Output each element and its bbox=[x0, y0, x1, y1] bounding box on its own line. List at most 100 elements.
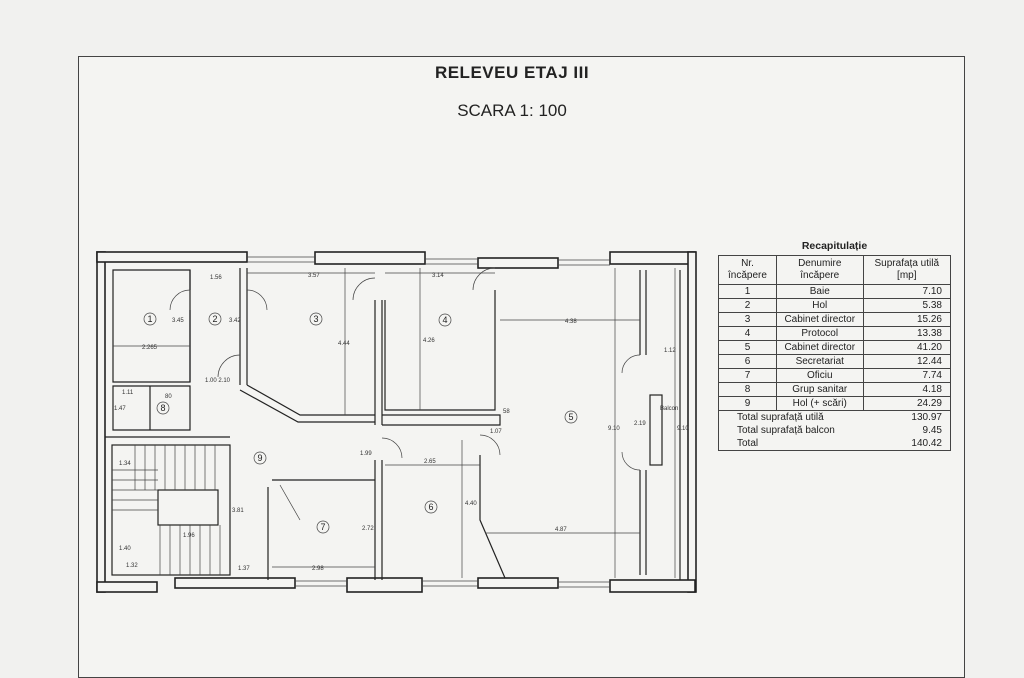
dimension-label: 3.14 bbox=[432, 273, 444, 279]
dimension-label: 2.72 bbox=[362, 526, 374, 532]
drawing-title: RELEVEU ETAJ III bbox=[434, 63, 590, 82]
dimension-labels: 1.56 3.57 3.14 4.38 2.265 3.45 3.42 4.44… bbox=[114, 273, 689, 572]
total-label: Total suprafață utilă bbox=[718, 410, 864, 424]
dimension-label: 1.11 bbox=[122, 390, 134, 396]
cell-nr: 4 bbox=[718, 326, 777, 341]
dimension-label: 1.40 bbox=[119, 546, 131, 552]
dimension-label: 2.98 bbox=[312, 566, 324, 572]
dimension-label: 3.81 bbox=[232, 508, 244, 514]
cell-nr: 5 bbox=[718, 340, 777, 355]
room-number: 3 bbox=[313, 314, 318, 324]
cell-name: Cabinet director bbox=[775, 312, 864, 327]
dimension-label: 3.45 bbox=[172, 318, 184, 324]
cell-area: 7.10 bbox=[862, 284, 952, 299]
cell-name: Secretariat bbox=[775, 354, 864, 369]
cell-area: 4.18 bbox=[862, 382, 952, 397]
room-number: 4 bbox=[442, 315, 447, 325]
cell-area: 41.20 bbox=[862, 340, 952, 355]
recap-table-panel: Recapitulație Nr. încăpere Denumire încă… bbox=[718, 240, 952, 451]
balcony-label: Balcon bbox=[660, 406, 678, 412]
room-labels: 1 2 3 4 5 6 7 8 9 bbox=[143, 312, 578, 534]
dimension-label: 1.56 bbox=[210, 275, 222, 281]
cell-name: Baie bbox=[775, 284, 864, 299]
cell-nr: 2 bbox=[718, 298, 777, 313]
staircase bbox=[111, 444, 231, 576]
dimension-label: 9.10 bbox=[608, 426, 620, 432]
total-value: 130.97 bbox=[863, 410, 952, 424]
dimension-label: 4.26 bbox=[423, 338, 435, 344]
dimension-label: 1.00 2.10 bbox=[205, 378, 231, 384]
cell-nr: 7 bbox=[718, 368, 777, 383]
drawing-scale: SCARA 1: 100 bbox=[457, 101, 567, 120]
room-number: 5 bbox=[568, 412, 573, 422]
cell-name: Grup sanitar bbox=[775, 382, 864, 397]
dimension-label: 1.34 bbox=[119, 461, 131, 467]
room-number: 8 bbox=[160, 403, 165, 413]
dimension-label: 9.10 bbox=[677, 426, 689, 432]
dimension-label: 1.07 bbox=[490, 429, 502, 435]
dimension-label: 2.65 bbox=[424, 459, 436, 465]
dimension-label: 58 bbox=[503, 409, 510, 415]
cell-nr: 9 bbox=[718, 396, 777, 411]
cell-name: Protocol bbox=[775, 326, 864, 341]
dimension-label: 3.42 bbox=[229, 318, 241, 324]
cell-nr: 1 bbox=[718, 284, 777, 299]
cell-name: Hol (+ scări) bbox=[775, 396, 864, 411]
cell-name: Hol bbox=[775, 298, 864, 313]
room-number: 9 bbox=[257, 453, 262, 463]
floor-plan: 1 2 3 4 5 6 7 8 9 1.56 3.57 3.14 4.38 2.… bbox=[96, 251, 697, 593]
cell-nr: 6 bbox=[718, 354, 777, 369]
cell-name: Cabinet director bbox=[775, 340, 864, 355]
room-number: 6 bbox=[428, 502, 433, 512]
total-label: Total bbox=[718, 437, 864, 451]
col-header-nr: Nr. încăpere bbox=[718, 255, 777, 285]
total-value: 9.45 bbox=[863, 424, 952, 437]
dimension-label: 4.87 bbox=[555, 527, 567, 533]
dimension-label: 4.38 bbox=[565, 319, 577, 325]
cell-nr: 3 bbox=[718, 312, 777, 327]
cell-area: 24.29 bbox=[862, 396, 952, 411]
cell-name: Oficiu bbox=[775, 368, 864, 383]
cell-area: 15.26 bbox=[862, 312, 952, 327]
dimension-label: 80 bbox=[165, 394, 172, 400]
room-number: 7 bbox=[320, 522, 325, 532]
dimension-label: 4.44 bbox=[338, 341, 350, 347]
dimension-label: 4.40 bbox=[465, 501, 477, 507]
cell-nr: 8 bbox=[718, 382, 777, 397]
total-value: 140.42 bbox=[863, 437, 952, 451]
door-swings bbox=[169, 267, 641, 521]
dimension-label: 1.37 bbox=[238, 566, 250, 572]
interior-walls bbox=[105, 268, 681, 580]
total-label: Total suprafață balcon bbox=[718, 424, 864, 437]
cell-area: 5.38 bbox=[862, 298, 952, 313]
recap-table: Nr. încăpere Denumire încăpere Suprafața… bbox=[718, 255, 952, 451]
dimension-label: 2.19 bbox=[634, 421, 646, 427]
cell-area: 7.74 bbox=[862, 368, 952, 383]
dimension-label: 1.47 bbox=[114, 406, 126, 412]
dimension-label: 2.265 bbox=[142, 345, 158, 351]
exterior-walls bbox=[96, 251, 697, 593]
dimension-label: 1.12 bbox=[664, 348, 676, 354]
cell-area: 13.38 bbox=[862, 326, 952, 341]
recap-title: Recapitulație bbox=[801, 240, 868, 252]
room-number: 1 bbox=[147, 314, 152, 324]
dimension-lines bbox=[113, 268, 676, 578]
dimension-label: 1.32 bbox=[126, 563, 138, 569]
cell-area: 12.44 bbox=[862, 354, 952, 369]
dimension-label: 1.96 bbox=[183, 533, 195, 539]
col-header-name: Denumire încăpere bbox=[775, 255, 864, 285]
dimension-label: 3.57 bbox=[308, 273, 320, 279]
col-header-area: Suprafața utilă [mp] bbox=[862, 255, 952, 285]
